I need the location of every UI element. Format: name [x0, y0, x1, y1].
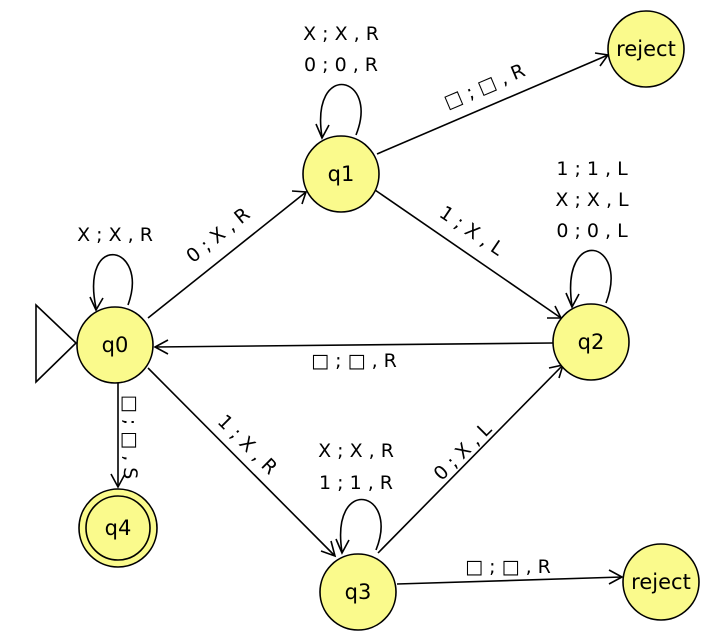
edge-q1-q2 — [374, 189, 563, 319]
edge-q0-q1 — [147, 190, 308, 319]
state-q2-label: q2 — [578, 330, 605, 354]
label-q0-q4: □ ; □ , S — [119, 395, 141, 480]
state-q1-label: q1 — [328, 162, 355, 186]
edge-q0-q3 — [147, 367, 337, 558]
label-q1-self-2: 0 ; 0 , R — [304, 54, 378, 76]
loop-q1 — [315, 83, 362, 140]
label-q0-self-1: X ; X , R — [77, 224, 153, 246]
state-reject-top-label: reject — [616, 37, 676, 61]
state-q0-label: q0 — [102, 333, 129, 357]
label-q0-q1: 0 ; X , R — [182, 203, 254, 267]
label-q2-q0: □ ; □ , R — [311, 350, 397, 372]
edge-q0-q4 — [110, 383, 126, 489]
label-q1-self-1: X ; X , R — [303, 23, 379, 45]
label-q1-reject: □ ; □ , R — [441, 60, 529, 114]
label-q2-self-2: X ; X , L — [555, 189, 629, 211]
loop-q0 — [89, 253, 134, 312]
label-q3-self-1: X ; X , R — [318, 440, 394, 462]
label-q3-reject: □ ; □ , R — [465, 556, 551, 578]
edge-q3-reject — [396, 569, 624, 585]
edge-q1-reject — [376, 52, 610, 155]
loop-q3 — [335, 498, 382, 555]
label-q2-self-1: 1 ; 1 , L — [556, 158, 628, 180]
label-q3-self-2: 1 ; 1 , R — [319, 472, 393, 494]
state-q4[interactable]: q4 — [78, 488, 158, 568]
state-q2[interactable]: q2 — [552, 303, 630, 381]
state-reject-top[interactable]: reject — [607, 10, 685, 88]
state-reject-bottom-label: reject — [631, 570, 691, 594]
edge-q2-q0 — [153, 339, 554, 355]
label-q1-q2: 1 ; X , L — [435, 202, 508, 261]
state-q3-label: q3 — [345, 580, 372, 604]
label-q3-q2: 0 ; X , L — [429, 418, 496, 485]
loop-q2 — [565, 249, 612, 309]
start-marker — [35, 303, 78, 384]
label-q2-self-3: 0 ; 0 , L — [556, 220, 628, 242]
state-q4-label: q4 — [105, 516, 132, 540]
state-reject-bottom[interactable]: reject — [622, 543, 700, 621]
state-q1[interactable]: q1 — [302, 135, 380, 213]
state-q3[interactable]: q3 — [319, 553, 397, 631]
state-q0[interactable]: q0 — [76, 306, 154, 384]
